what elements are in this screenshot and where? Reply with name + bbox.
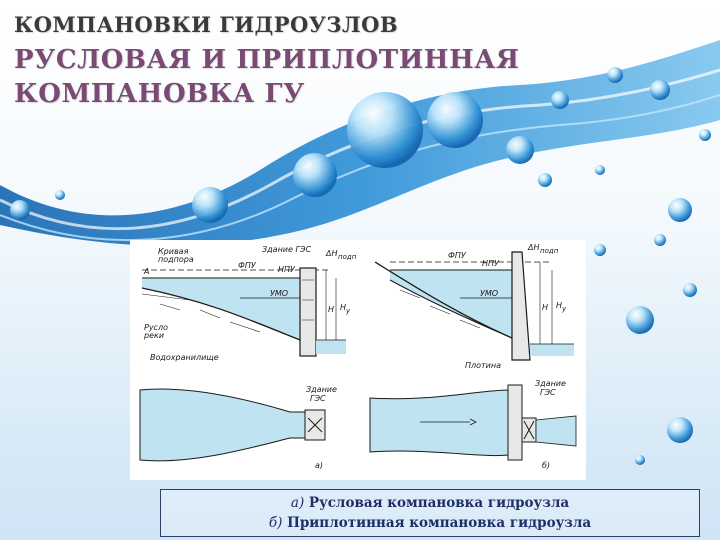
- dh-label-a: ΔH: [325, 249, 338, 258]
- section-b: ФПУ НПУ УМО ΔH подп H H у Плотина: [374, 243, 574, 370]
- dh-sub-label-a: подп: [338, 253, 357, 261]
- slide-title: РУСЛОВАЯ И ПРИПЛОТИННАЯ КОМПАНОВКА ГУ: [14, 43, 520, 111]
- h-label-a: H: [328, 305, 334, 314]
- reservoir-plan-a: [139, 388, 306, 462]
- figure-letter-b: б): [542, 461, 550, 470]
- reservoir-water-b: [390, 270, 512, 338]
- caption-text-1: Русловая компановка гидроузла: [308, 495, 570, 511]
- hu-label-a: H: [340, 303, 346, 312]
- curve-label-a: Кривая: [158, 247, 189, 256]
- caption-letter-1: а): [290, 495, 305, 511]
- caption-line-2: б) Приплотинная компановка гидроузла: [161, 513, 699, 533]
- slide-title-line1: РУСЛОВАЯ И ПРИПЛОТИННАЯ: [14, 45, 520, 75]
- npu-label-b: НПУ: [482, 259, 500, 268]
- river-label-a: Русло: [144, 323, 168, 332]
- reservoir-plan-b: [369, 389, 509, 457]
- fpu-label-a: ФПУ: [238, 261, 257, 270]
- h-label-b: H: [542, 303, 548, 312]
- plan-b: Здание ГЭС б): [369, 379, 577, 470]
- npu-label-a: НПУ: [278, 265, 296, 274]
- plan-building-label-b: Здание: [535, 379, 566, 388]
- plan-a: Здание ГЭС а): [139, 385, 337, 470]
- curve-label-a-2: подпора: [158, 255, 194, 264]
- hu-sub-label-a: у: [345, 307, 351, 315]
- title-block: КОМПАНОВКИ ГИДРОУЗЛОВ РУСЛОВАЯ И ПРИПЛОТ…: [14, 12, 520, 111]
- figure-caption: а) Русловая компановка гидроузла б) Прип…: [160, 489, 700, 537]
- dam-label-b: Плотина: [465, 361, 501, 370]
- mark-a-label: А: [143, 267, 149, 276]
- umo-label-a: УМО: [270, 289, 288, 298]
- terrain-a: [142, 288, 300, 358]
- umo-label-b: УМО: [480, 289, 498, 298]
- river-label-a-2: реки: [143, 331, 164, 340]
- caption-text-2: Приплотинная компановка гидроузла: [287, 515, 592, 531]
- building-label-a: Здание ГЭС: [262, 245, 312, 254]
- powerhouse-plan-b: [507, 384, 523, 461]
- fpu-label-b: ФПУ: [448, 251, 467, 260]
- caption-line-1: а) Русловая компановка гидроузла: [161, 493, 699, 513]
- figure-letter-a: а): [315, 461, 323, 470]
- hydro-layout-diagram: Кривая подпора Здание ГЭС ΔH подп ФПУ НП…: [130, 240, 586, 480]
- bubbles: [10, 67, 711, 465]
- plan-building-label-a-2: ГЭС: [310, 394, 326, 403]
- slide-title-line2: КОМПАНОВКА ГУ: [14, 79, 305, 109]
- caption-letter-2: б): [268, 515, 283, 531]
- hu-sub-label-b: у: [561, 305, 567, 313]
- hu-label-b: H: [556, 301, 562, 310]
- section-a: Кривая подпора Здание ГЭС ΔH подп ФПУ НП…: [141, 245, 357, 362]
- plan-building-label-a: Здание: [306, 385, 337, 394]
- reservoir-label-a: Водохранилище: [150, 353, 219, 362]
- plan-building-label-b-2: ГЭС: [540, 388, 556, 397]
- dh-label-b: ΔH: [527, 243, 540, 252]
- dh-sub-label-b: подп: [540, 247, 559, 255]
- dam-b: [511, 251, 531, 361]
- slide-supertitle: КОМПАНОВКИ ГИДРОУЗЛОВ: [14, 12, 399, 37]
- powerhouse-a: [299, 267, 317, 357]
